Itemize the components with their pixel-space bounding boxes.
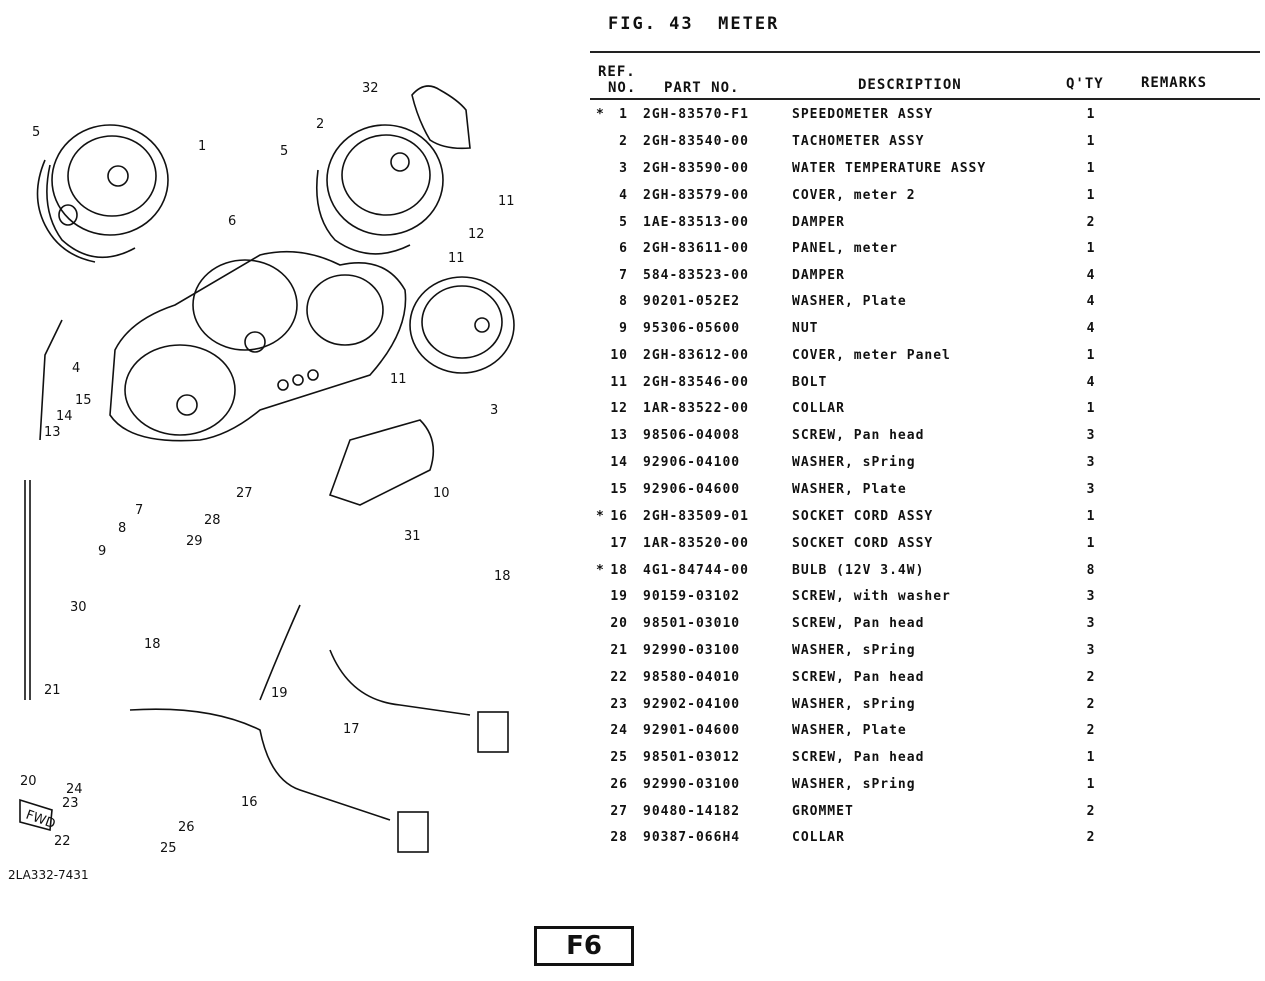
- callout-number: 12: [468, 227, 485, 242]
- callout-number: 28: [204, 513, 221, 528]
- cable-drawing: [24, 319, 63, 700]
- callout-number: 18: [144, 637, 161, 652]
- callout-number: 25: [160, 841, 177, 856]
- ref-header-line1: REF.: [598, 64, 636, 80]
- callout-number: 26: [178, 820, 195, 835]
- callout-number: 29: [186, 534, 203, 549]
- callout-number: 17: [343, 722, 360, 737]
- speedometer-drawing: [46, 124, 169, 259]
- callout-number: 3: [490, 403, 498, 418]
- water-temperature-gauge-drawing: [409, 276, 515, 374]
- callout-number: 18: [494, 569, 511, 584]
- callout-number: 22: [54, 834, 71, 849]
- connector-16-drawing: [397, 811, 429, 853]
- ref-header-line2: NO.: [608, 80, 637, 96]
- callout-number: 32: [362, 81, 379, 96]
- qty-header: Q'TY: [1066, 76, 1104, 92]
- callout-number: 13: [44, 425, 61, 440]
- callout-number: 24: [66, 782, 83, 797]
- callout-number: 11: [390, 372, 407, 387]
- meter-panel-drawing: [109, 250, 407, 442]
- callout-number: 11: [448, 251, 465, 266]
- callout-number: 31: [404, 529, 421, 544]
- callout-number: 8: [118, 521, 126, 536]
- table-top-rule: [590, 51, 1260, 53]
- callout-number: 30: [70, 600, 87, 615]
- wire-harness-16-drawing: [129, 708, 391, 821]
- callout-number: 23: [62, 796, 79, 811]
- callout-number: 4: [72, 361, 80, 376]
- harness-branch-drawing: [259, 604, 301, 701]
- callout-number: 1: [198, 139, 206, 154]
- drawing-code: 2LA332-7431: [8, 868, 89, 882]
- fwd-label: FWD: [24, 808, 58, 832]
- callout-number: 19: [271, 686, 288, 701]
- callout-number: 5: [32, 125, 40, 140]
- panel-cover-drawing: [328, 419, 435, 506]
- callout-number: 20: [20, 774, 37, 789]
- damper-drawing: [36, 159, 96, 263]
- remarks-header: REMARKS: [1141, 75, 1208, 91]
- callout-number: 2: [316, 117, 324, 132]
- callout-number: 27: [236, 486, 253, 501]
- forward-arrow-icon: [19, 798, 53, 832]
- description-header: DESCRIPTION: [858, 77, 962, 93]
- callout-number: 14: [56, 409, 73, 424]
- figure-name: METER: [718, 14, 780, 34]
- figure-label: FIG. 43: [608, 14, 694, 34]
- meter-exploded-diagram: [19, 85, 515, 853]
- meter-cover-drawing: [411, 85, 471, 150]
- figure-title: FIG. 43 METER: [608, 14, 779, 34]
- callout-number: 15: [75, 393, 92, 408]
- part-no-header: PART NO.: [664, 80, 740, 96]
- callout-layer: 32 1 2 5 5 11 12 6 11 4 14 15 13 3 11 7 …: [20, 81, 515, 856]
- table-header-rule: [590, 98, 1260, 100]
- tachometer-drawing: [315, 124, 444, 255]
- wire-harness-17-drawing: [329, 649, 471, 716]
- page-code: F6: [566, 931, 602, 961]
- callout-number: 11: [498, 194, 515, 209]
- callout-number: 7: [135, 503, 143, 518]
- connector-17-drawing: [477, 711, 509, 753]
- callout-number: 5: [280, 144, 288, 159]
- callout-number: 21: [44, 683, 61, 698]
- page-code-box: F6: [534, 926, 634, 966]
- callout-number: 6: [228, 214, 236, 229]
- callout-number: 10: [433, 486, 450, 501]
- callout-number: 16: [241, 795, 258, 810]
- callout-number: 9: [98, 544, 106, 559]
